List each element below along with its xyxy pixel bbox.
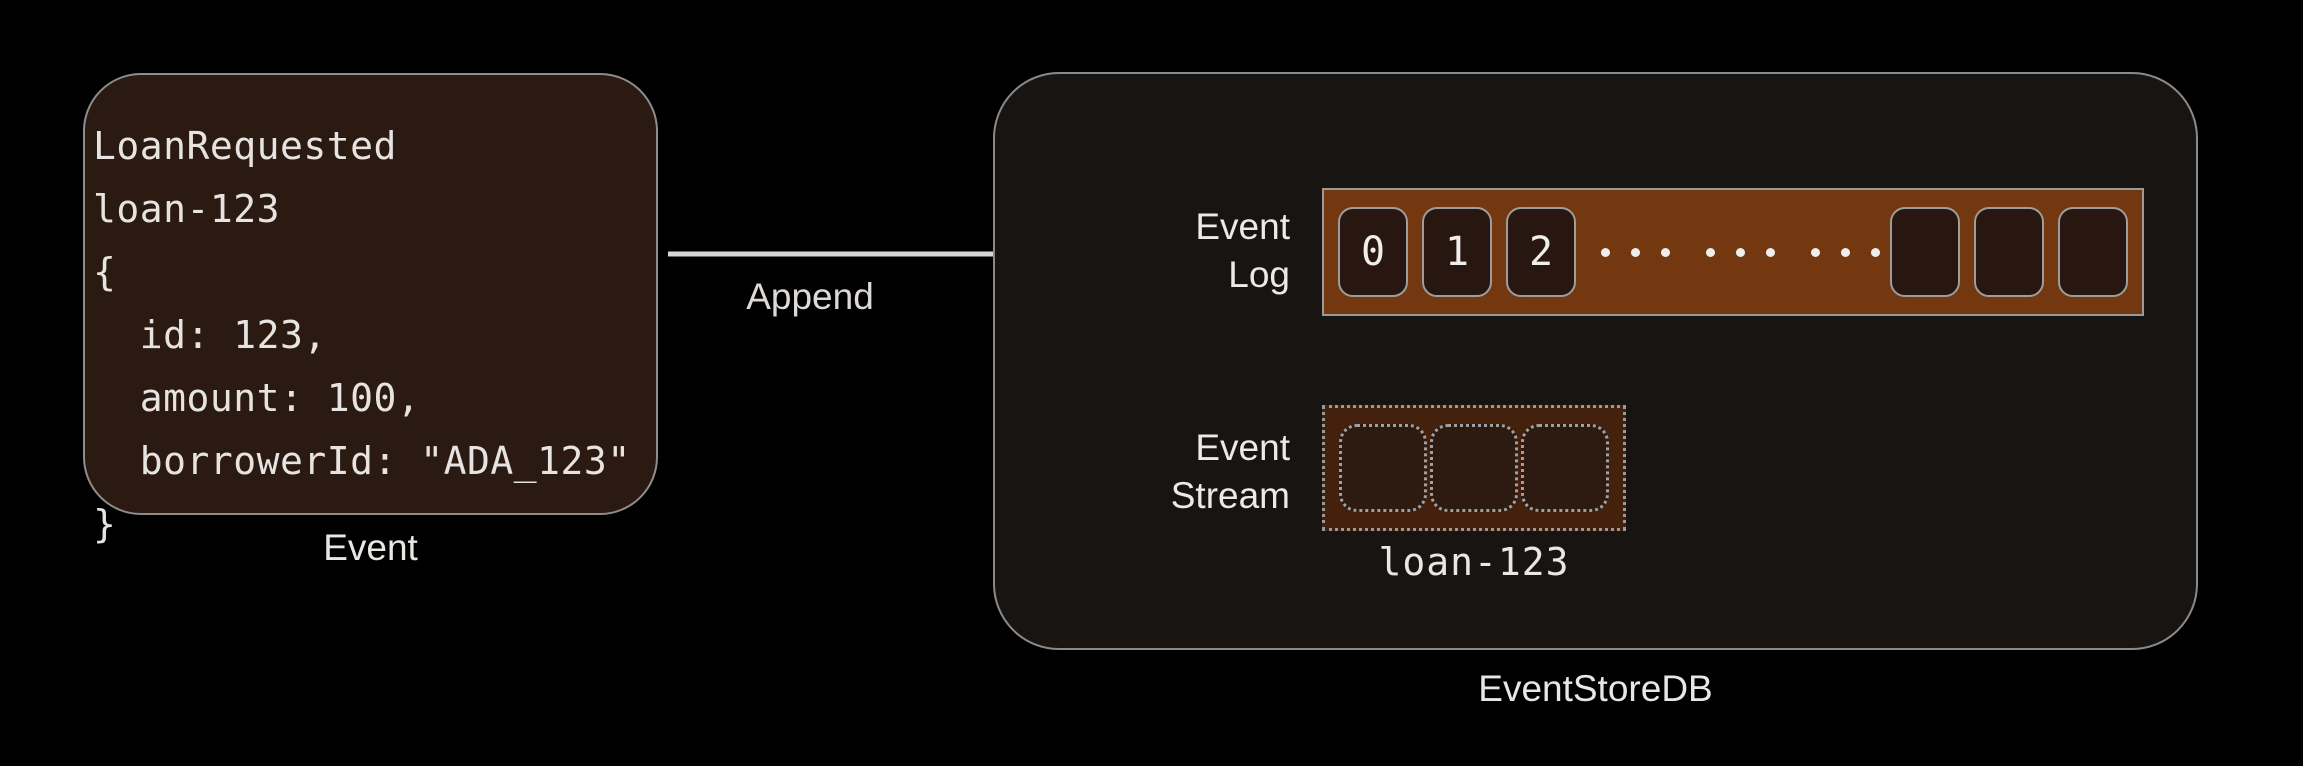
event-log-cell: 0 <box>1338 207 1408 297</box>
event-payload-code: LoanRequested loan-123 { id: 123, amount… <box>93 124 631 546</box>
event-log-empty-cell <box>2058 207 2128 297</box>
event-log-label-line1: Event <box>1195 206 1290 247</box>
ellipsis-dot <box>1810 247 1820 257</box>
event-stream-caption: loan-123 <box>1378 540 1570 584</box>
event-stream-cell <box>1430 424 1518 512</box>
ellipsis-dot <box>1660 247 1670 257</box>
event-log-ellipsis <box>1590 247 1890 257</box>
eventstoredb-caption: EventStoreDB <box>1478 668 1713 709</box>
ellipsis-dot <box>1705 247 1715 257</box>
event-log-empty-cells <box>1890 207 2128 297</box>
ellipsis-dot <box>1840 247 1850 257</box>
event-stream-cell <box>1521 424 1609 512</box>
event-stream-label-line1: Event <box>1195 427 1290 468</box>
ellipsis-dot-group <box>1810 247 1880 257</box>
ellipsis-dot <box>1630 247 1640 257</box>
ellipsis-dot-group <box>1705 247 1775 257</box>
event-log-label: Event Log <box>1130 203 1290 299</box>
event-stream-box <box>1322 405 1626 531</box>
event-stream-label: Event Stream <box>1110 424 1290 520</box>
ellipsis-dot <box>1870 247 1880 257</box>
event-card-caption: Event <box>323 527 418 568</box>
append-label: Append <box>746 276 874 317</box>
event-card <box>83 73 658 515</box>
ellipsis-dot <box>1735 247 1745 257</box>
event-log-label-line2: Log <box>1228 254 1290 295</box>
ellipsis-dot <box>1765 247 1775 257</box>
event-log-empty-cell <box>1890 207 1960 297</box>
event-log-empty-cell <box>1974 207 2044 297</box>
ellipsis-dot <box>1600 247 1610 257</box>
ellipsis-dot-group <box>1600 247 1670 257</box>
event-stream-cell <box>1339 424 1427 512</box>
event-stream-label-line2: Stream <box>1170 475 1290 516</box>
eventstoredb-container <box>993 72 2198 650</box>
event-log-cell: 2 <box>1506 207 1576 297</box>
event-log-cell: 1 <box>1422 207 1492 297</box>
